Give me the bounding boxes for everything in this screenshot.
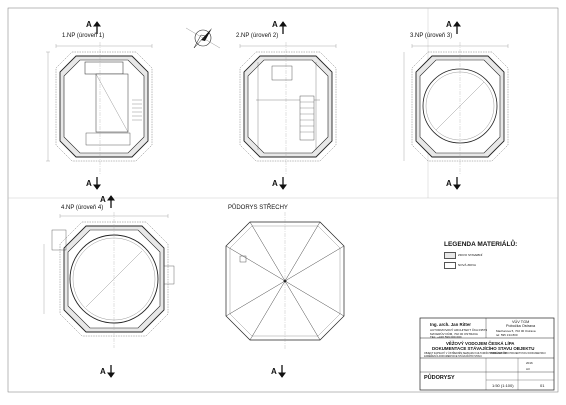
section-mark-label: A bbox=[446, 20, 452, 29]
section-mark-label: A bbox=[272, 20, 278, 29]
plan-roof bbox=[225, 212, 345, 350]
date-label: 2016 bbox=[526, 361, 533, 365]
sheet-frame bbox=[7, 7, 559, 393]
legend-item-existing: ZDIVO STAVEBNÍ bbox=[458, 253, 483, 257]
client-line: Macharova 5, 702 00 Ostrava bbox=[496, 329, 536, 333]
section-mark-label: A bbox=[272, 179, 278, 188]
client-line: tel: 595 134 800 bbox=[496, 333, 518, 337]
drawing-scale: 1:50 (1:100) bbox=[492, 383, 514, 388]
plan-2np bbox=[239, 42, 337, 175]
section-mark-label: A bbox=[86, 20, 92, 29]
section-mark-label: A bbox=[271, 367, 277, 376]
architect-line: AUTORIZOVANÝ ARCHITEKT ČKA 03579 bbox=[430, 328, 488, 332]
project-note: ZAMĚŘENÍ A DOKUMENTACE STÁVAJÍCÍHO STAVU bbox=[424, 354, 482, 358]
section-mark-symbols bbox=[93, 21, 461, 378]
plan-title-1np: 1.NP (úroveň 1) bbox=[62, 33, 105, 39]
section-mark-label: A bbox=[446, 179, 452, 188]
architect-name: Ing. arch. Jan Ritter bbox=[430, 322, 471, 327]
architect-line: TEL: +420 599 000 000 bbox=[430, 335, 462, 339]
drawing-title: PŮDORYSY bbox=[424, 375, 455, 381]
title-block-frame bbox=[419, 317, 555, 391]
plan-4np bbox=[43, 212, 175, 348]
legend-item-new: NOVÁ ZDIVA bbox=[458, 263, 476, 267]
section-mark-label: A bbox=[86, 179, 92, 188]
section-mark-label: A bbox=[100, 367, 106, 376]
project-note: OBJEKT ZAPSANÝ V ÚSTŘEDNÍM SEZNAMU KULTU… bbox=[424, 351, 507, 355]
section-mark-label: A bbox=[100, 195, 106, 204]
plan-3np bbox=[403, 42, 509, 175]
plan-1np bbox=[46, 42, 153, 175]
legend-title: LEGENDA MATERIÁLŮ: bbox=[444, 241, 518, 248]
legend-swatch-existing bbox=[444, 252, 456, 259]
plan-title-roof: PŮDORYS STŘECHY bbox=[228, 205, 288, 211]
plan-title-2np: 2.NP (úroveň 2) bbox=[236, 33, 279, 39]
north-arrow-icon bbox=[185, 27, 221, 49]
format-label: A3 bbox=[526, 367, 530, 371]
plan-title-3np: 3.NP (úroveň 3) bbox=[410, 33, 453, 39]
client-branch: Pobočka Ostrava bbox=[506, 324, 536, 328]
project-note: PODKLADY PRO PROJEKTOVOU DOKUMENTACI bbox=[490, 351, 546, 355]
legend-swatch-new bbox=[444, 262, 456, 269]
project-subtitle: DOKUMENTACE STÁVAJÍCÍHO STAVU OBJEKTU bbox=[432, 346, 535, 351]
sheet-number: 01 bbox=[540, 383, 545, 388]
architect-line: MAYERŮV DŮM, 702 00 OSTRAVA bbox=[430, 331, 478, 336]
client-name: VÚV TGM bbox=[512, 320, 530, 324]
project-title: VĚŽOVÝ VODOJEM ČESKÁ LÍPA bbox=[446, 341, 515, 346]
plan-title-4np: 4.NP (úroveň 4) bbox=[61, 205, 104, 211]
